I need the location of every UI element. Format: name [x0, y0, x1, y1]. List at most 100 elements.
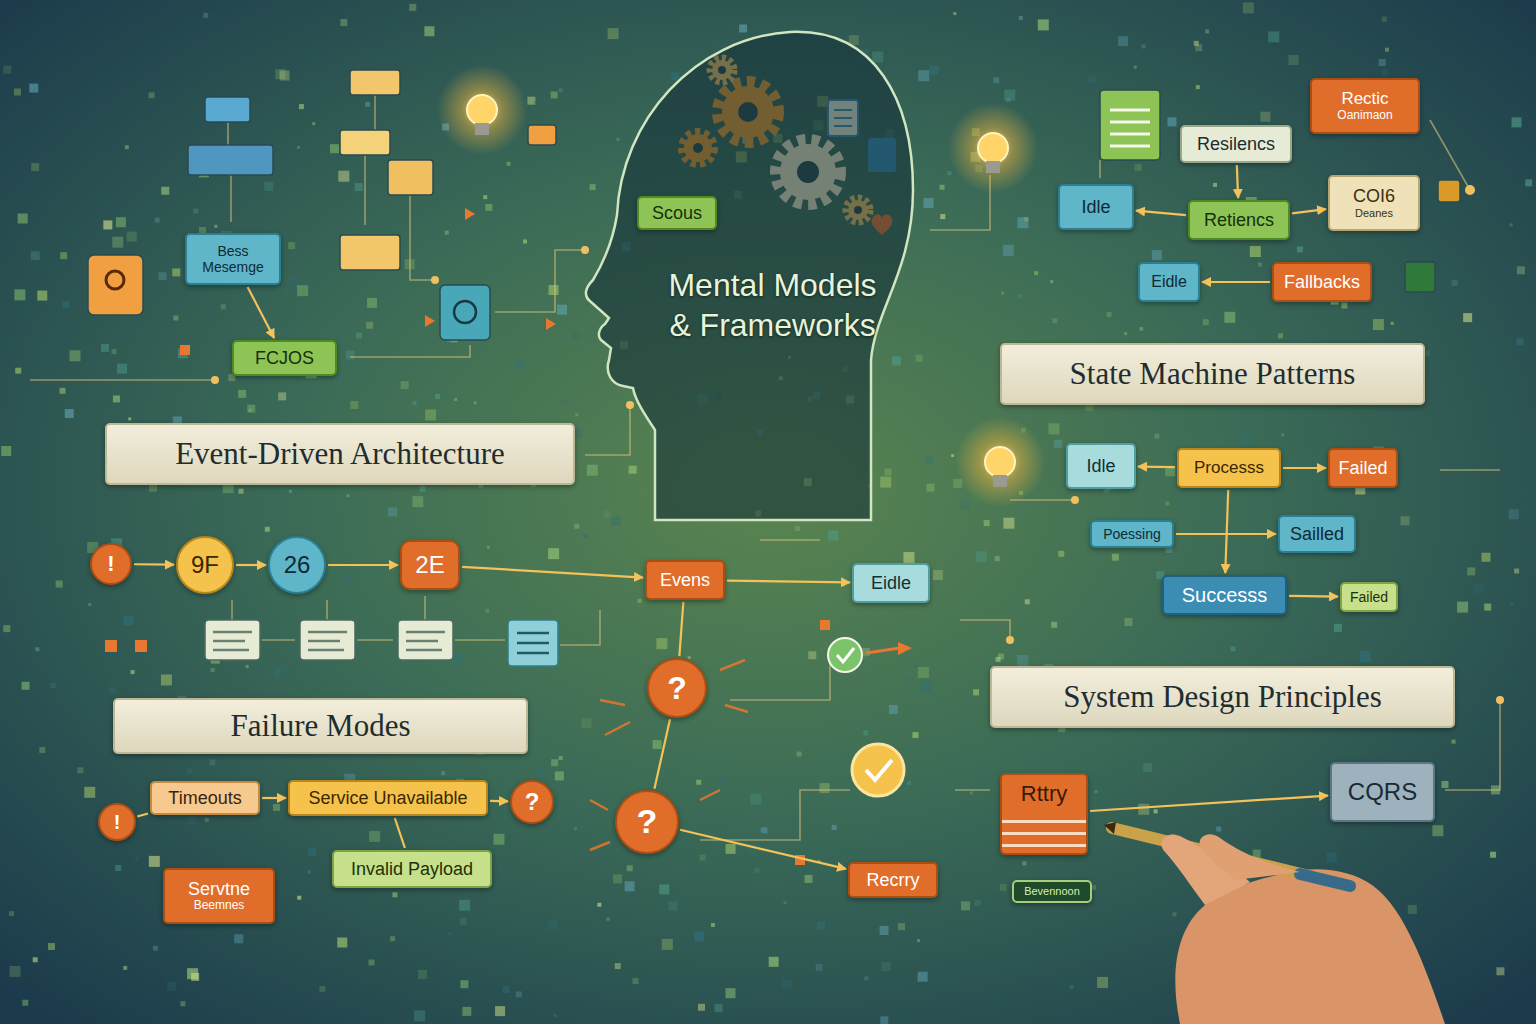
- pixel: [719, 779, 725, 785]
- pixel: [14, 88, 21, 95]
- pixel: [523, 239, 527, 243]
- pixel: [611, 517, 620, 526]
- pixel: [548, 920, 557, 929]
- pixel: [1463, 313, 1472, 322]
- node-text: Deanes: [1355, 207, 1393, 220]
- pixel: [155, 218, 160, 223]
- node-text: Service Unavailable: [308, 788, 467, 809]
- pixel: [881, 962, 890, 971]
- pixel: [62, 301, 69, 308]
- pixel: [1048, 423, 1059, 434]
- pixel: [557, 795, 564, 802]
- section-banner: System Design Principles: [990, 666, 1455, 728]
- pixel: [1242, 436, 1252, 446]
- flow-box: [340, 235, 400, 270]
- pattern-box: COI6Deanes: [1328, 175, 1420, 231]
- pixel: [1165, 501, 1169, 505]
- node-text: Rectic: [1341, 89, 1388, 109]
- node-text: Sailled: [1290, 524, 1344, 545]
- pixel: [1025, 599, 1030, 604]
- state-box: Failed: [1340, 582, 1398, 612]
- pixel: [555, 771, 564, 780]
- pixel: [1000, 884, 1007, 891]
- pixel: [15, 368, 21, 374]
- pixel: [828, 531, 838, 541]
- pixel: [715, 1004, 723, 1012]
- node-text: 26: [284, 551, 311, 579]
- pixel: [1373, 319, 1384, 330]
- head-silhouette: Mental Models & Frameworks Scous: [575, 20, 915, 520]
- node-text: Invalid Payload: [351, 859, 473, 880]
- pixel: [625, 881, 635, 891]
- pixel: [616, 138, 619, 141]
- pixel: [1517, 266, 1525, 274]
- pixel: [607, 918, 610, 921]
- state-box: Eidle: [852, 563, 930, 603]
- pixel: [984, 520, 990, 526]
- node-text: Scous: [652, 203, 702, 224]
- pixel: [485, 204, 492, 211]
- pixel: [784, 901, 787, 904]
- node-text: FCJOS: [255, 348, 314, 369]
- pixel: [627, 865, 633, 871]
- pixel: [60, 388, 66, 394]
- pixel: [337, 937, 347, 947]
- event-box: Evens: [645, 560, 725, 600]
- lock-box: [88, 255, 143, 315]
- pixel: [921, 681, 932, 692]
- connector: [137, 814, 148, 817]
- pixel: [193, 209, 198, 214]
- pixel: [487, 546, 490, 549]
- pixel: [1058, 551, 1064, 557]
- flow-box: [205, 97, 250, 122]
- pixel: [29, 84, 38, 93]
- pixel: [1514, 569, 1519, 574]
- pixel: [448, 932, 451, 935]
- pixel: [369, 831, 380, 842]
- pixel: [668, 901, 677, 910]
- bulb-glass: [985, 447, 1015, 477]
- pixel: [608, 28, 619, 39]
- pixel: [1018, 294, 1022, 298]
- pixel: [538, 769, 545, 776]
- pixel: [249, 409, 252, 412]
- document-sheet: [300, 620, 355, 660]
- node-text: Bess Mesemge: [195, 243, 271, 275]
- node-text: CQRS: [1348, 778, 1417, 806]
- pixel: [574, 524, 579, 529]
- connector: [248, 287, 275, 338]
- pixel: [638, 599, 642, 603]
- node-text: Failure Modes: [231, 708, 411, 744]
- pixel: [1216, 827, 1221, 832]
- bulb-base: [993, 475, 1007, 487]
- pixel: [583, 534, 587, 538]
- node-text: Mental Models & Frameworks: [660, 265, 885, 345]
- pixel: [590, 184, 596, 190]
- pixel: [60, 252, 67, 259]
- chip: [820, 620, 830, 630]
- pixel: [961, 500, 970, 509]
- pixel: [924, 198, 934, 208]
- pixel: [656, 638, 667, 649]
- pixel: [694, 931, 704, 941]
- pixel: [516, 991, 522, 997]
- flow-box: [340, 130, 390, 155]
- pixel: [312, 122, 315, 125]
- pixel: [115, 865, 121, 871]
- pixel: [1112, 554, 1119, 561]
- bulb-glow: [955, 417, 1045, 507]
- pixel: [297, 896, 301, 900]
- node-text: Fallbacks: [1284, 272, 1360, 293]
- pixel: [355, 183, 363, 191]
- pixel: [516, 360, 525, 369]
- state-box: Processs: [1177, 448, 1281, 488]
- pixel: [474, 401, 477, 404]
- pixel: [1203, 319, 1209, 325]
- state-box: Sailled: [1278, 515, 1356, 553]
- pixel: [172, 268, 180, 276]
- node-text: Evens: [660, 570, 710, 591]
- circuit-line: [1099, 160, 1101, 178]
- node-text: 2E: [415, 551, 444, 579]
- pixel: [1019, 16, 1023, 20]
- flow-box: [350, 70, 400, 95]
